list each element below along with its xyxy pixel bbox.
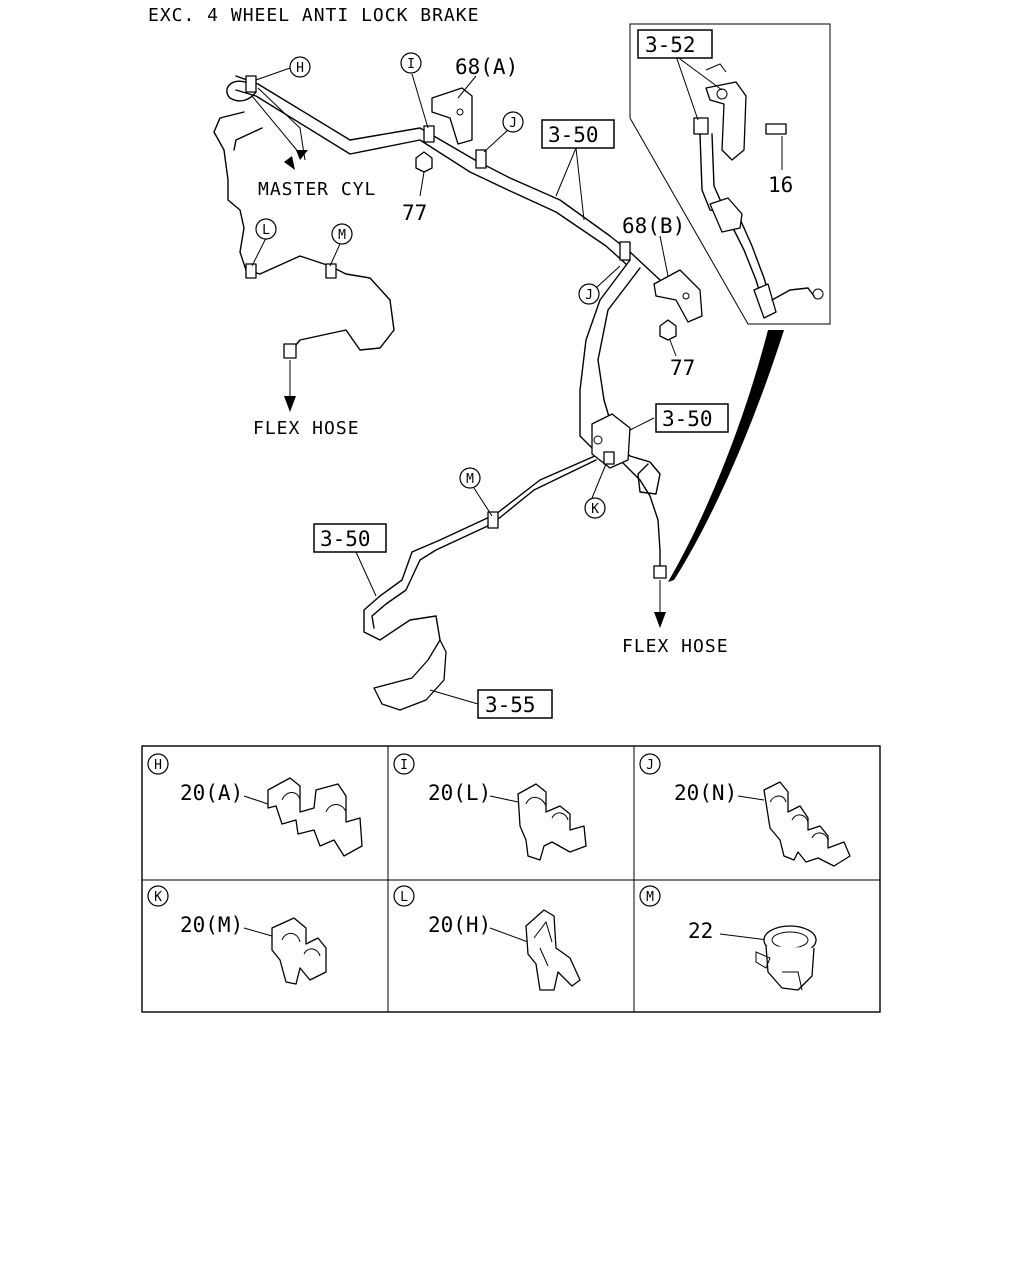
label-77-left: 77 bbox=[402, 201, 427, 225]
marker-l: L bbox=[255, 218, 277, 240]
marker-k: K bbox=[584, 497, 606, 519]
detail-cell-m-part: 22 bbox=[688, 919, 713, 943]
detail-cell-h-marker: H bbox=[154, 758, 162, 773]
detail-cell-l-marker: L bbox=[400, 890, 408, 905]
callout-3-55-text: 3-55 bbox=[485, 693, 536, 717]
marker-k-text: K bbox=[591, 502, 599, 517]
caption-flex-hose-left: FLEX HOSE bbox=[253, 418, 360, 439]
detail-cell-j-marker: J bbox=[646, 758, 654, 773]
marker-j-top-text: J bbox=[509, 116, 517, 131]
marker-j-mid-text: J bbox=[585, 288, 593, 303]
marker-j-mid: J bbox=[578, 283, 600, 305]
inset-panel bbox=[629, 23, 831, 325]
detail-cell-k-marker: K bbox=[154, 890, 162, 905]
callout-3-55: 3-55 bbox=[477, 689, 553, 719]
nut-77-left bbox=[415, 151, 433, 197]
label-77-right: 77 bbox=[670, 356, 695, 380]
detail-cell-h: H 20(A) bbox=[147, 753, 363, 857]
bracket-68a bbox=[431, 87, 473, 145]
caption-master-cyl: MASTER CYL bbox=[258, 179, 376, 200]
marker-i: I bbox=[400, 52, 422, 74]
marker-m-mid-text: M bbox=[466, 472, 474, 487]
leader-lines bbox=[251, 67, 669, 705]
bracket-3-55 bbox=[373, 639, 447, 711]
detail-cell-h-part: 20(A) bbox=[180, 781, 243, 805]
marker-h: H bbox=[289, 56, 311, 78]
detail-cell-l-part: 20(H) bbox=[428, 913, 491, 937]
detail-cell-i-part: 20(L) bbox=[428, 781, 491, 805]
marker-h-text: H bbox=[296, 61, 304, 76]
label-16: 16 bbox=[768, 173, 793, 197]
bracket-68b bbox=[653, 269, 703, 323]
detail-cell-i-marker: I bbox=[400, 758, 408, 773]
detail-cell-l: L 20(H) bbox=[393, 885, 581, 991]
diagram-title: EXC. 4 WHEEL ANTI LOCK BRAKE bbox=[148, 5, 479, 26]
detail-cell-m: M 22 bbox=[639, 885, 817, 991]
detail-cell-m-marker: M bbox=[646, 890, 654, 905]
detail-cell-j-part: 20(N) bbox=[674, 781, 737, 805]
nut-77-right bbox=[659, 319, 677, 357]
detail-cell-j: J 20(N) bbox=[639, 753, 851, 867]
label-68b: 68(B) bbox=[622, 214, 685, 238]
clip-detail-grid: H 20(A) I 20(L) J 20(N) K bbox=[141, 745, 881, 1013]
brake-pipe-routing bbox=[213, 75, 784, 641]
marker-m-mid: M bbox=[459, 467, 481, 489]
caption-flex-hose-right: FLEX HOSE bbox=[622, 636, 729, 657]
callout-3-50-mid: 3-50 bbox=[655, 403, 729, 433]
marker-m-top-text: M bbox=[338, 228, 346, 243]
marker-m-top: M bbox=[331, 223, 353, 245]
callout-3-50-top-text: 3-50 bbox=[548, 123, 599, 147]
callout-3-50-left: 3-50 bbox=[313, 523, 387, 553]
label-68a: 68(A) bbox=[455, 55, 518, 79]
detail-cell-k: K 20(M) bbox=[147, 885, 327, 985]
detail-cell-i: I 20(L) bbox=[393, 753, 587, 861]
detail-cell-k-part: 20(M) bbox=[180, 913, 243, 937]
marker-j-top: J bbox=[502, 111, 524, 133]
proportioning-valve bbox=[591, 413, 631, 469]
callout-3-50-top: 3-50 bbox=[541, 119, 615, 149]
callout-3-50-left-text: 3-50 bbox=[320, 527, 371, 551]
callout-3-52: 3-52 bbox=[637, 29, 713, 59]
callout-3-50-mid-text: 3-50 bbox=[662, 407, 713, 431]
marker-i-text: I bbox=[407, 57, 415, 72]
callout-3-52-text: 3-52 bbox=[645, 33, 696, 57]
marker-l-text: L bbox=[262, 223, 270, 238]
